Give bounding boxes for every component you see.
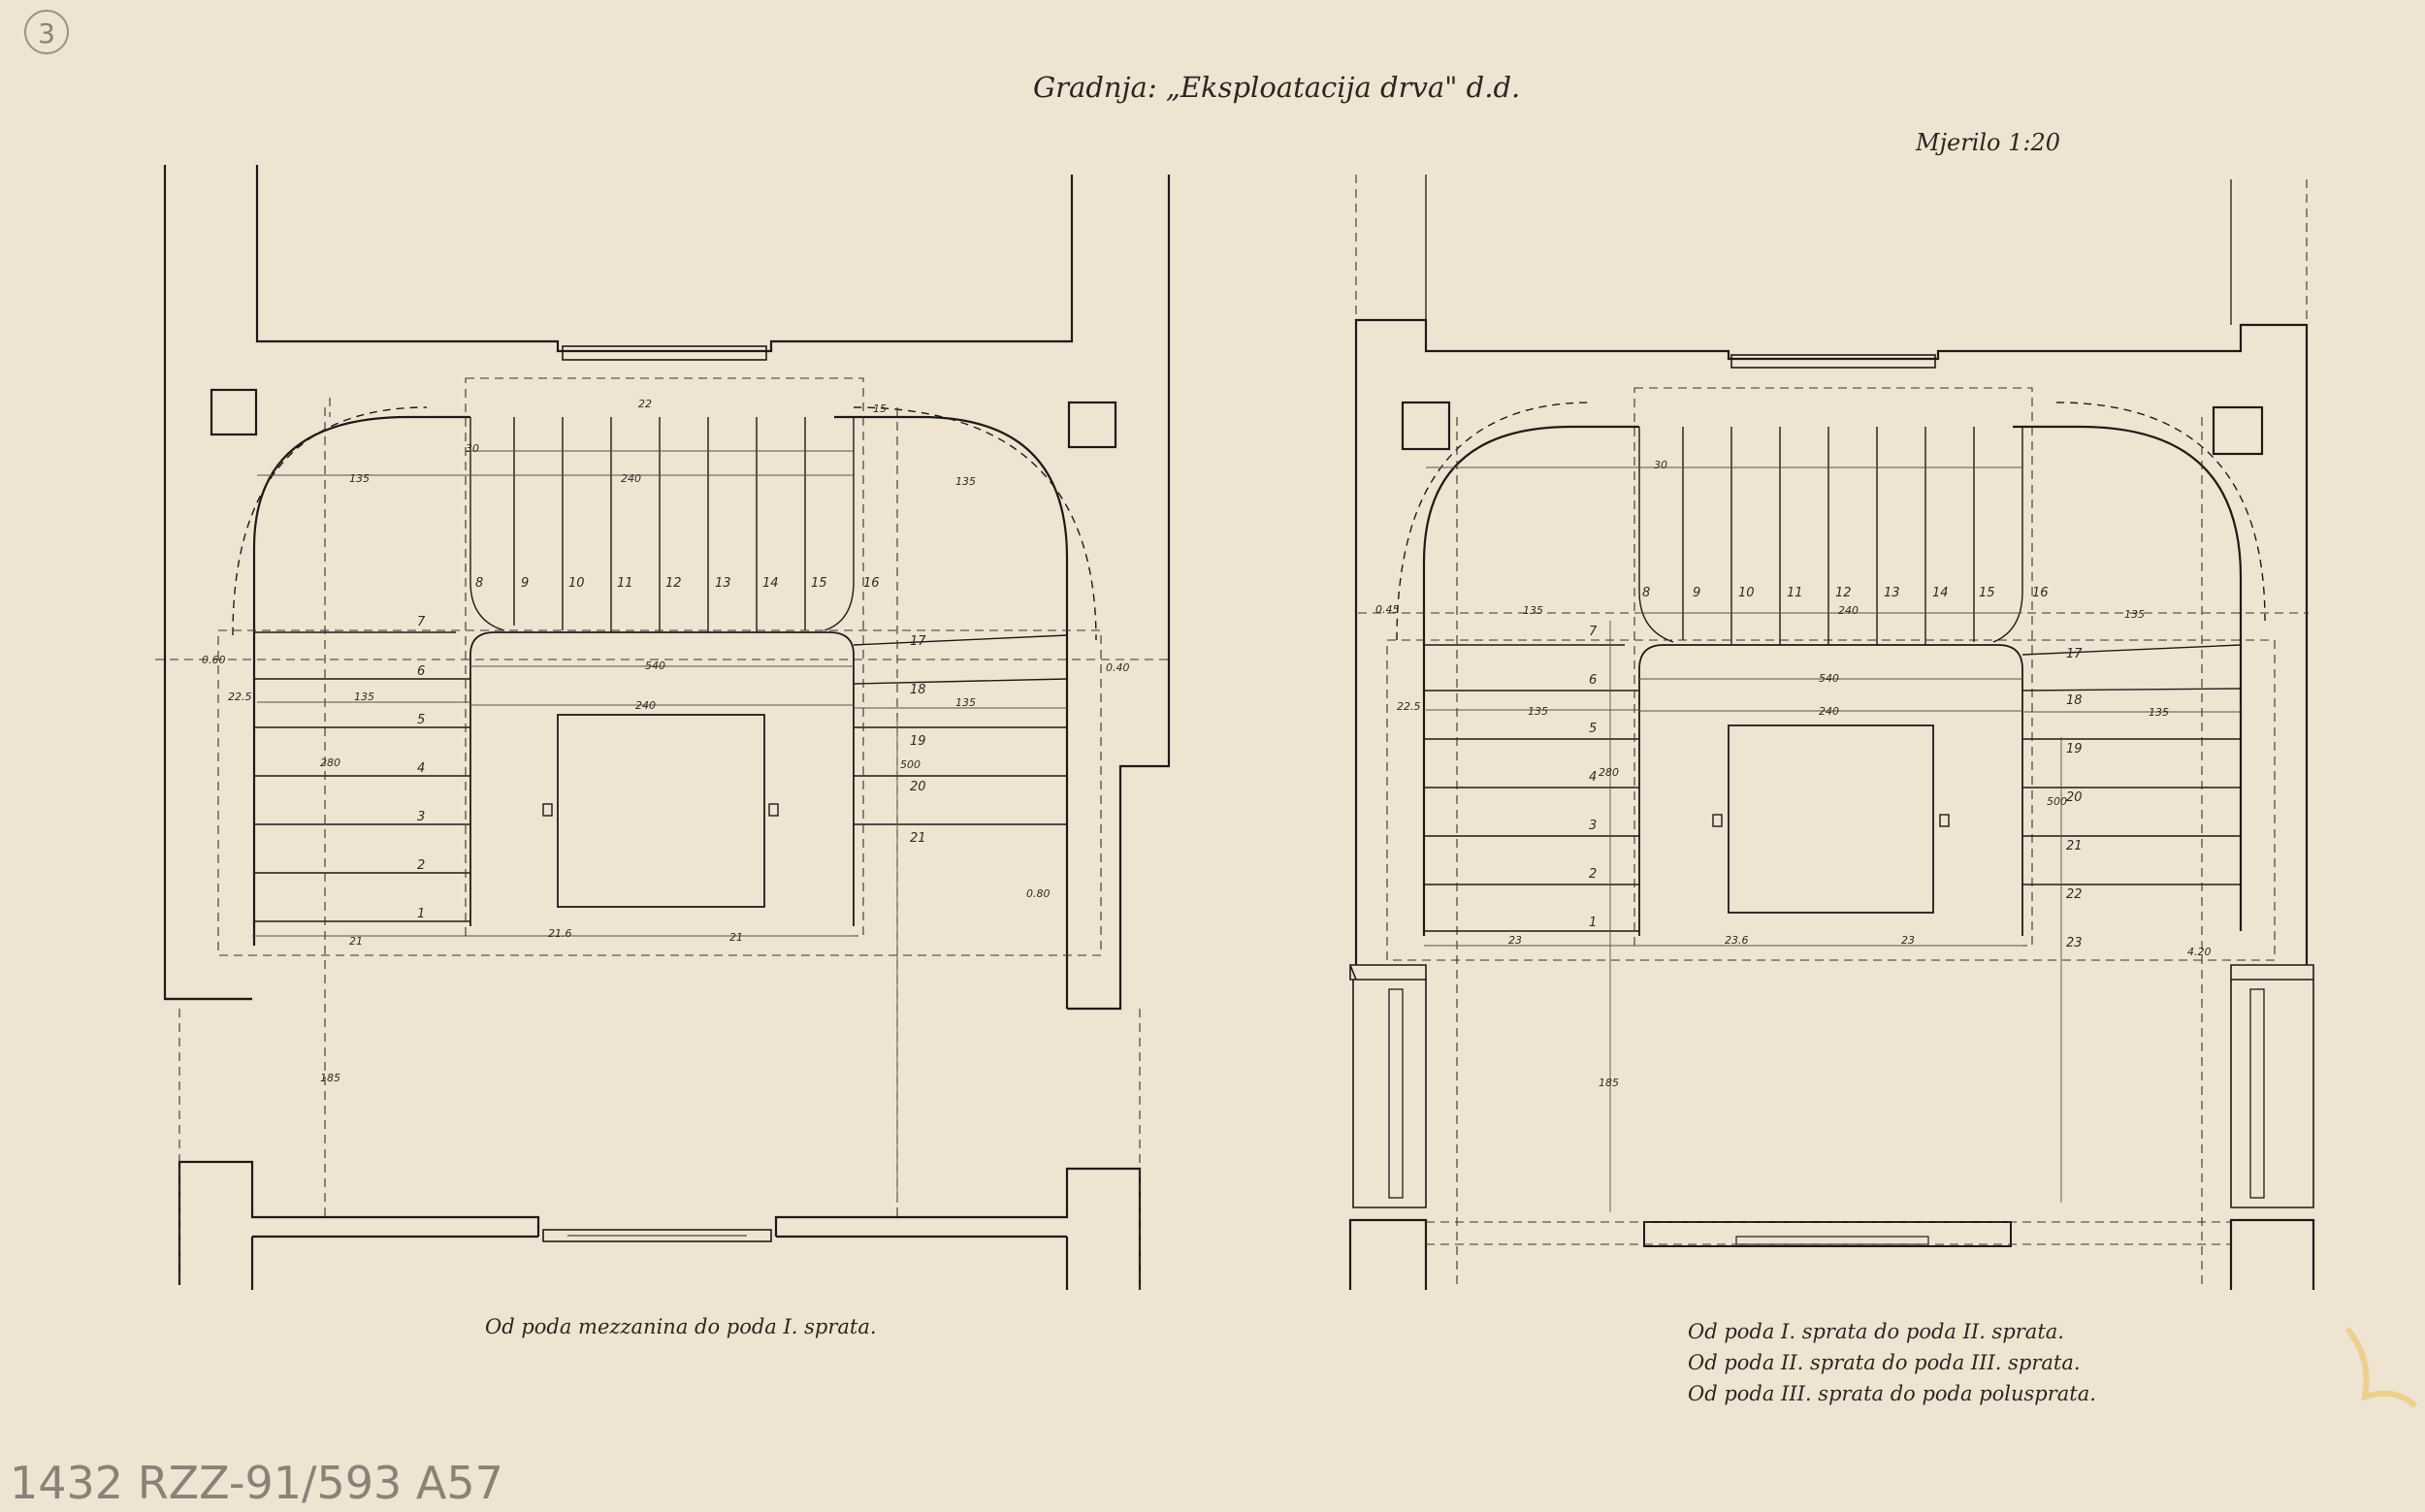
left-step-20: 20 xyxy=(910,780,926,794)
left-step-12: 12 xyxy=(665,576,682,591)
right-step-12: 12 xyxy=(1835,586,1852,600)
right-dim-135-left: 135 xyxy=(1523,604,1543,617)
right-step-2: 2 xyxy=(1589,867,1597,882)
right-step-23: 23 xyxy=(2066,936,2083,950)
left-dim-21-6: 21.6 xyxy=(548,927,572,940)
right-plan-caption-1: Od poda I. sprata do poda II. sprata. xyxy=(1688,1320,2064,1343)
left-dim-15: 15 xyxy=(873,402,887,415)
right-plan-caption-3: Od poda III. sprata do poda polusprata. xyxy=(1688,1382,2096,1405)
right-step-17: 17 xyxy=(2066,647,2083,661)
left-dim-0-80: 0.80 xyxy=(1026,887,1051,900)
left-dim-240-mid: 240 xyxy=(635,699,656,712)
left-step-18: 18 xyxy=(910,683,926,697)
left-dim-21-left: 21 xyxy=(349,935,363,948)
left-dim-240-top: 240 xyxy=(621,472,641,485)
left-dim-185: 185 xyxy=(320,1072,340,1084)
right-step-7: 7 xyxy=(1589,625,1598,639)
left-dim-21-right: 21 xyxy=(729,931,743,944)
right-step-13: 13 xyxy=(1884,586,1900,600)
left-step-14: 14 xyxy=(762,576,779,591)
right-dim-500: 500 xyxy=(2047,795,2067,808)
right-dim-23-6: 23.6 xyxy=(1725,934,1749,947)
archive-label: 1432 RZZ-91/593 A57 xyxy=(10,1457,503,1509)
crayon-mark xyxy=(2344,1327,2418,1409)
right-step-16: 16 xyxy=(2032,586,2049,600)
right-dim-185: 185 xyxy=(1599,1077,1619,1089)
scale-label: Mjerilo 1:20 xyxy=(1915,129,2060,156)
left-dim-0-40: 0.40 xyxy=(1106,661,1130,674)
left-step-16: 16 xyxy=(863,576,880,591)
right-step-8: 8 xyxy=(1642,586,1650,600)
left-step-19: 19 xyxy=(910,734,926,749)
right-dim-280: 280 xyxy=(1599,766,1619,779)
left-dim-280: 280 xyxy=(320,756,340,769)
left-dim-135-top-left: 135 xyxy=(349,472,370,485)
right-dim-540: 540 xyxy=(1819,672,1839,685)
left-stair-plan xyxy=(155,165,1171,1290)
right-step-18: 18 xyxy=(2066,693,2083,708)
left-step-21: 21 xyxy=(910,831,926,846)
sheet-number-circle xyxy=(24,10,69,54)
left-step-6: 6 xyxy=(417,664,425,679)
left-step-4: 4 xyxy=(417,761,425,776)
left-step-8: 8 xyxy=(475,576,483,591)
left-step-7: 7 xyxy=(417,615,426,629)
right-stair-plan xyxy=(1348,175,2315,1290)
left-plan-caption: Od poda mezzanina do poda I. sprata. xyxy=(485,1315,877,1338)
left-dim-22-5: 22.5 xyxy=(228,691,252,703)
right-dim-30: 30 xyxy=(1654,459,1667,471)
left-step-10: 10 xyxy=(568,576,585,591)
right-plan-step-numbers: 1 2 3 4 5 6 7 8 9 10 11 12 13 14 15 16 1… xyxy=(1589,586,2083,950)
right-plan-dimensions: 135 135 135 135 240 240 540 500 30 0.45 … xyxy=(1375,459,2212,1089)
right-dim-240-mid: 240 xyxy=(1819,705,1839,718)
right-step-6: 6 xyxy=(1589,673,1597,688)
right-step-15: 15 xyxy=(1979,586,1995,600)
sheet-number: 3 xyxy=(38,17,55,49)
right-dim-23-right: 23 xyxy=(1901,934,1915,947)
left-step-2: 2 xyxy=(417,858,425,873)
left-dim-22: 22 xyxy=(638,398,652,410)
right-dim-0-45: 0.45 xyxy=(1375,603,1400,616)
left-step-17: 17 xyxy=(910,634,926,649)
right-dim-23-left: 23 xyxy=(1508,934,1522,947)
right-plan-caption-2: Od poda II. sprata do poda III. sprata. xyxy=(1688,1351,2081,1374)
left-dim-135-mid-right: 135 xyxy=(955,696,976,709)
right-dim-22-5: 22.5 xyxy=(1397,700,1421,713)
right-step-3: 3 xyxy=(1589,819,1597,833)
right-step-10: 10 xyxy=(1738,586,1755,600)
right-dim-4-20: 4.20 xyxy=(2187,946,2212,958)
right-step-14: 14 xyxy=(1932,586,1949,600)
right-step-20: 20 xyxy=(2066,790,2083,805)
right-step-21: 21 xyxy=(2066,839,2083,853)
left-step-11: 11 xyxy=(617,576,633,591)
left-dim-540: 540 xyxy=(645,659,665,672)
left-step-15: 15 xyxy=(811,576,827,591)
left-plan-dimensions: 135 135 135 135 240 240 540 500 30 22 28… xyxy=(202,398,1130,1084)
left-dim-135-mid-left: 135 xyxy=(354,691,374,703)
right-step-19: 19 xyxy=(2066,742,2083,756)
left-step-1: 1 xyxy=(417,907,425,921)
right-dim-135-mid-right: 135 xyxy=(2149,706,2169,719)
left-step-13: 13 xyxy=(715,576,731,591)
right-dim-135-mid-left: 135 xyxy=(1528,705,1548,718)
right-dim-240-top: 240 xyxy=(1838,604,1859,617)
left-dim-135-top-right: 135 xyxy=(955,475,976,488)
left-step-9: 9 xyxy=(521,576,529,591)
right-step-11: 11 xyxy=(1787,586,1803,600)
right-step-22: 22 xyxy=(2066,887,2083,902)
left-dim-500: 500 xyxy=(900,758,921,771)
left-dim-30: 30 xyxy=(466,442,479,455)
right-step-4: 4 xyxy=(1589,770,1597,785)
left-plan-step-numbers: 1 2 3 4 5 6 7 8 9 10 11 12 13 14 15 16 1… xyxy=(417,576,926,921)
right-step-9: 9 xyxy=(1693,586,1700,600)
project-title: Gradnja: „Eksploatacija drva" d.d. xyxy=(1033,71,1520,104)
left-step-5: 5 xyxy=(417,713,425,727)
right-step-1: 1 xyxy=(1589,916,1597,930)
left-step-3: 3 xyxy=(417,810,425,824)
right-step-5: 5 xyxy=(1589,722,1597,736)
right-dim-135-right: 135 xyxy=(2124,608,2145,621)
left-dim-0-60: 0.60 xyxy=(202,654,226,666)
